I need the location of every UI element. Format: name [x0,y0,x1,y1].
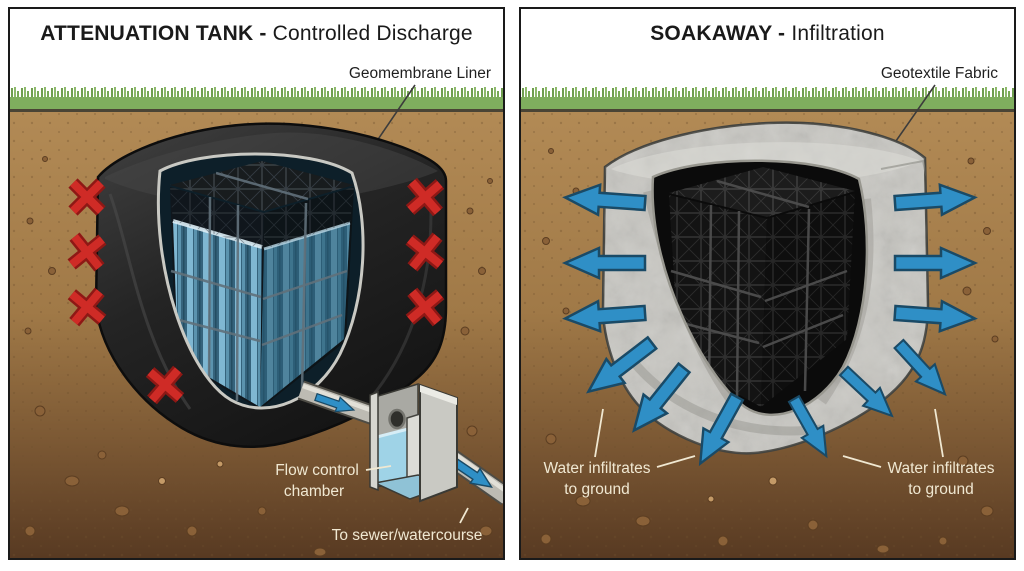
inlet-orifice [388,408,406,430]
soakaway-illustration: Geotextile Fabric [521,65,1014,558]
geotextile-label: Geotextile Fabric [881,65,998,82]
label-leader-line [656,455,696,468]
attenuation-title: ATTENUATION TANK - Controlled Discharge [10,22,503,46]
soakaway-title-regular: Infiltration [791,22,885,45]
label-leader-line [594,408,604,458]
cutaway-edge [156,152,365,410]
svg-text:Flow control: Flow control [275,462,359,479]
soakaway-title-bold: SOAKAWAY - [650,22,786,45]
flow-control-label: Flow control chamber [275,462,392,500]
label-leader-line [842,455,882,468]
svg-text:to ground: to ground [564,481,630,498]
attenuation-title-regular: Controlled Discharge [272,22,473,45]
attenuation-panel: ATTENUATION TANK - Controlled Discharge [8,7,505,560]
chamber-front-wall [419,383,458,503]
infiltrates-right-label: Water infiltrates to ground [842,408,995,498]
svg-text:to ground: to ground [908,481,974,498]
svg-text:chamber: chamber [284,483,344,500]
soil-pebbles [540,148,999,554]
svg-text:Water infiltrates: Water infiltrates [887,460,994,477]
geotextile-callout: Geotextile Fabric [881,65,998,152]
crate-frame-rails [670,179,848,400]
callout-leader-line [888,84,936,152]
cutaway-edge [651,159,869,417]
soakaway-panel: SOAKAWAY - Infiltration [519,7,1016,560]
attenuation-tank [94,122,448,448]
label-leader-line [459,507,469,524]
attenuation-illustration: Geomembrane Liner [10,65,503,558]
attenuation-title-bold: ATTENUATION TANK - [40,22,267,45]
svg-text:Water infiltrates: Water infiltrates [543,460,650,477]
label-leader-line [934,408,944,458]
infiltrates-left-label: Water infiltrates to ground [543,408,696,498]
soil-pebbles [24,156,493,557]
soakaway-title: SOAKAWAY - Infiltration [521,22,1014,46]
outlet-pipe-from-tank [297,380,382,427]
flow-control-chamber [369,382,503,506]
crate-cutaway [651,159,869,417]
geomembrane-label: Geomembrane Liner [349,65,491,82]
tank-cutaway [156,152,365,410]
outlet-label: To sewer/watercourse [332,507,483,544]
label-leader-line [365,465,392,471]
crate-frame-rails [170,171,348,402]
svg-text:To sewer/watercourse: To sewer/watercourse [332,527,483,544]
